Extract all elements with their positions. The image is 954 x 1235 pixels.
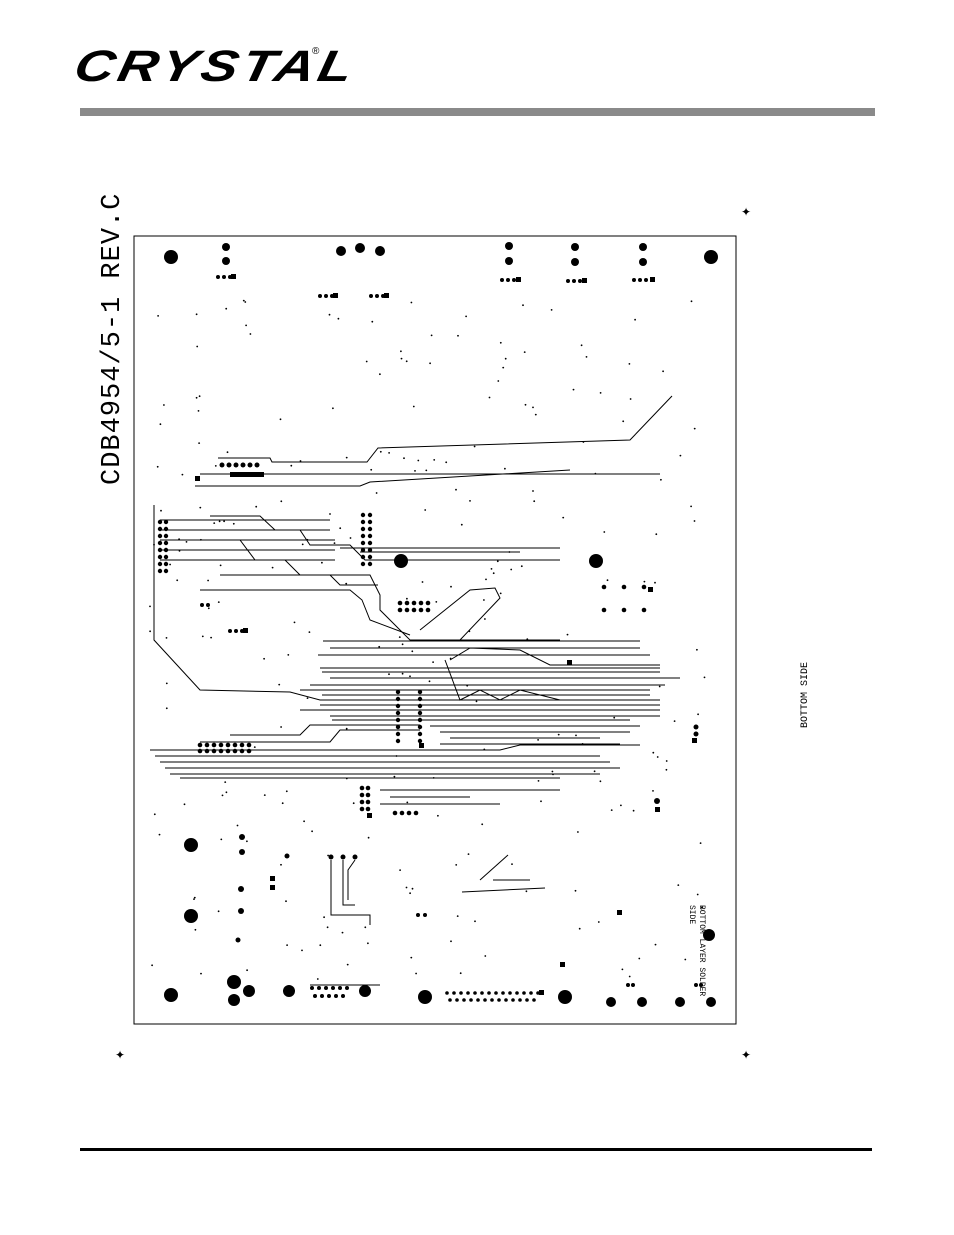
jack-pads <box>222 242 703 987</box>
ic-pin-pads <box>158 275 648 1002</box>
footer-rule <box>80 1148 872 1151</box>
square-pads <box>195 274 697 995</box>
inner-label-line2: SIDE <box>686 905 696 996</box>
registration-mark-top-right: ✦ <box>741 206 751 218</box>
registration-mark-bottom-left: ✦ <box>115 1049 125 1061</box>
board-outline <box>134 236 736 1024</box>
registration-mark-bottom-right: ✦ <box>741 1049 751 1061</box>
traces <box>150 396 680 985</box>
inner-label-text: BOTTOM LAYER SOLDER SIDE <box>686 905 706 996</box>
inner-label-line1: BOTTOM LAYER SOLDER <box>696 905 706 996</box>
